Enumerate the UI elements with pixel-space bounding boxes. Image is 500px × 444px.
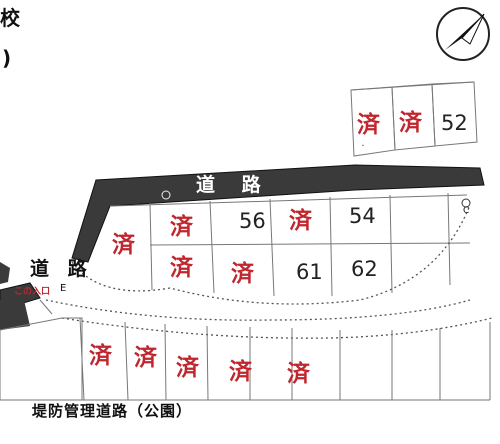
levee-road-label: 堤防管理道路（公園） [32, 402, 193, 420]
north-arrow-icon [436, 7, 490, 61]
lot-middle-2[interactable]: 済 [231, 260, 254, 287]
side-road-label: 道 路 [30, 258, 93, 280]
entrance-note: この入口 [14, 287, 51, 297]
lot-area-note: ・ [96, 351, 103, 358]
lot-upper-3[interactable]: 56 [239, 209, 266, 233]
header-paren: ) [2, 46, 12, 70]
lot-upper-1[interactable]: 済 [112, 231, 135, 258]
lot-upper-5[interactable]: 54 [349, 204, 376, 228]
lot-boundaries [45, 204, 493, 339]
lot-bottom-2[interactable]: 済 [134, 344, 157, 371]
lot-top-3[interactable]: 52 [441, 111, 468, 135]
lot-bottom-4[interactable]: 済 [229, 358, 252, 385]
top-block [350, 81, 478, 157]
corner-e-label: E [60, 283, 67, 294]
bottom-block [79, 317, 491, 401]
middle-block [109, 192, 471, 297]
lot-top-1[interactable]: 済 [357, 111, 380, 138]
lot-middle-5[interactable]: 62 [351, 257, 378, 281]
main-road-label: 道 路 [196, 174, 271, 196]
lot-bottom-5[interactable]: 済 [287, 360, 310, 387]
lot-upper-4[interactable]: 済 [289, 207, 312, 234]
main-road [0, 164, 485, 330]
lot-area-note: ・ [360, 143, 367, 150]
lot-middle-4[interactable]: 61 [296, 260, 323, 284]
corner-c-label: C [463, 206, 470, 216]
lot-bottom-3[interactable]: 済 [176, 354, 199, 381]
left-edge-lot [0, 299, 83, 401]
lot-bottom-1[interactable]: 済 [89, 342, 112, 369]
lot-top-2[interactable]: 済 [399, 109, 422, 136]
header-char: 校 [0, 6, 20, 30]
lot-upper-2[interactable]: 済 [170, 213, 193, 240]
lot-middle-1[interactable]: 済 [170, 254, 193, 281]
